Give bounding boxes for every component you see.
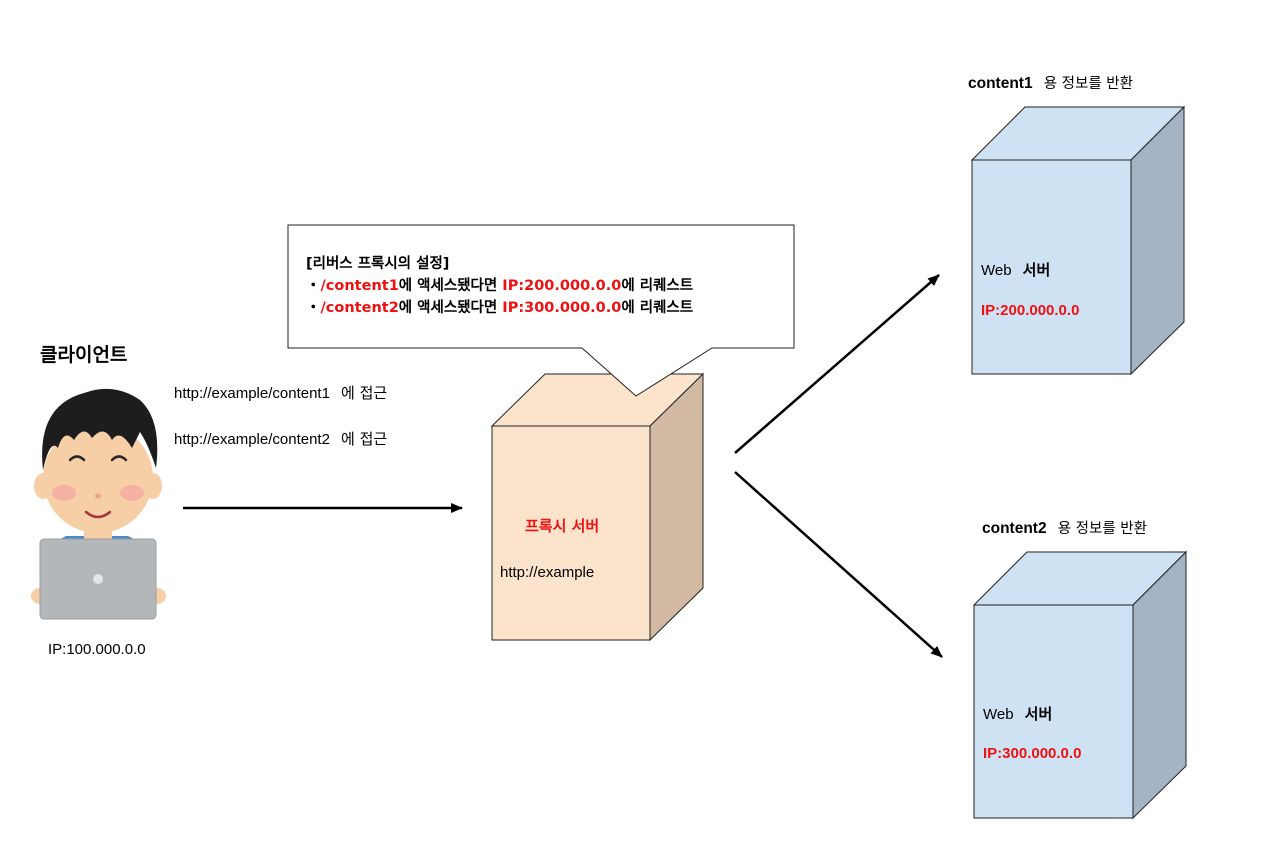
web-server-2-box <box>972 550 1188 820</box>
access-line-1: http://example/content1 에 접근 <box>174 382 387 403</box>
proxy-name: 프록시 서버 <box>525 517 600 535</box>
rule-1-middle: 에 액세스됐다면 <box>398 278 498 294</box>
server-1-caption-bold: content1 <box>968 75 1033 92</box>
rule-2-suffix: 에 리퀘스트 <box>621 300 694 316</box>
client-title: 클라이언트 <box>40 344 128 366</box>
access-line-2: http://example/content2 에 접근 <box>174 428 387 449</box>
rule-2-bullet: ・ <box>306 300 321 316</box>
rule-2-target: IP:300.000.0.0 <box>502 300 622 316</box>
settings-callout <box>287 224 795 397</box>
callout-content: [리버스 프록시의 설정] ・/content1에 액세스됐다면 IP:200.… <box>306 253 693 319</box>
client-ip: IP:100.000.0.0 <box>48 641 146 658</box>
proxy-url: http://example <box>500 564 595 581</box>
server-2-caption: content2 용 정보를 반환 <box>982 517 1147 538</box>
access-suffix-1: 에 접근 <box>341 384 388 402</box>
server-1-label: Web 서버 <box>981 259 1050 280</box>
arrow-proxy-to-server-1 <box>734 274 940 454</box>
server-2-server: 서버 <box>1024 705 1053 723</box>
server-2-caption-bold: content2 <box>982 520 1047 537</box>
server-1-web: Web <box>981 262 1012 279</box>
rule-2-path: /content2 <box>320 300 399 316</box>
server-1-server: 서버 <box>1022 261 1051 279</box>
rule-1-bullet: ・ <box>306 278 321 294</box>
server-2-caption-rest: 용 정보를 반환 <box>1057 521 1147 537</box>
server-1-caption-rest: 용 정보를 반환 <box>1043 76 1133 92</box>
arrow-proxy-to-server-2 <box>734 471 943 658</box>
server-1-caption: content1 용 정보를 반환 <box>968 72 1133 93</box>
rule-1-suffix: 에 리퀘스트 <box>621 278 694 294</box>
access-suffix-2: 에 접근 <box>341 430 388 448</box>
rule-1-path: /content1 <box>320 278 399 294</box>
server-2-web: Web <box>983 706 1014 723</box>
rule-2-middle: 에 액세스됐다면 <box>398 300 498 316</box>
access-url-1: http://example/content1 <box>174 385 330 402</box>
web-server-1-box <box>970 105 1186 376</box>
server-2-ip: IP:300.000.0.0 <box>983 745 1082 762</box>
server-1-ip: IP:200.000.0.0 <box>981 302 1080 319</box>
callout-heading: [리버스 프록시의 설정] <box>306 256 450 272</box>
proxy-server-box <box>490 372 705 642</box>
callout-rule-1: ・/content1에 액세스됐다면 IP:200.000.0.0에 리퀘스트 <box>306 275 693 297</box>
callout-rule-2: ・/content2에 액세스됐다면 IP:300.000.0.0에 리퀘스트 <box>306 297 693 319</box>
client-person-illustration <box>31 388 166 620</box>
server-2-label: Web 서버 <box>983 703 1052 724</box>
rule-1-target: IP:200.000.0.0 <box>502 278 622 294</box>
access-url-2: http://example/content2 <box>174 431 330 448</box>
